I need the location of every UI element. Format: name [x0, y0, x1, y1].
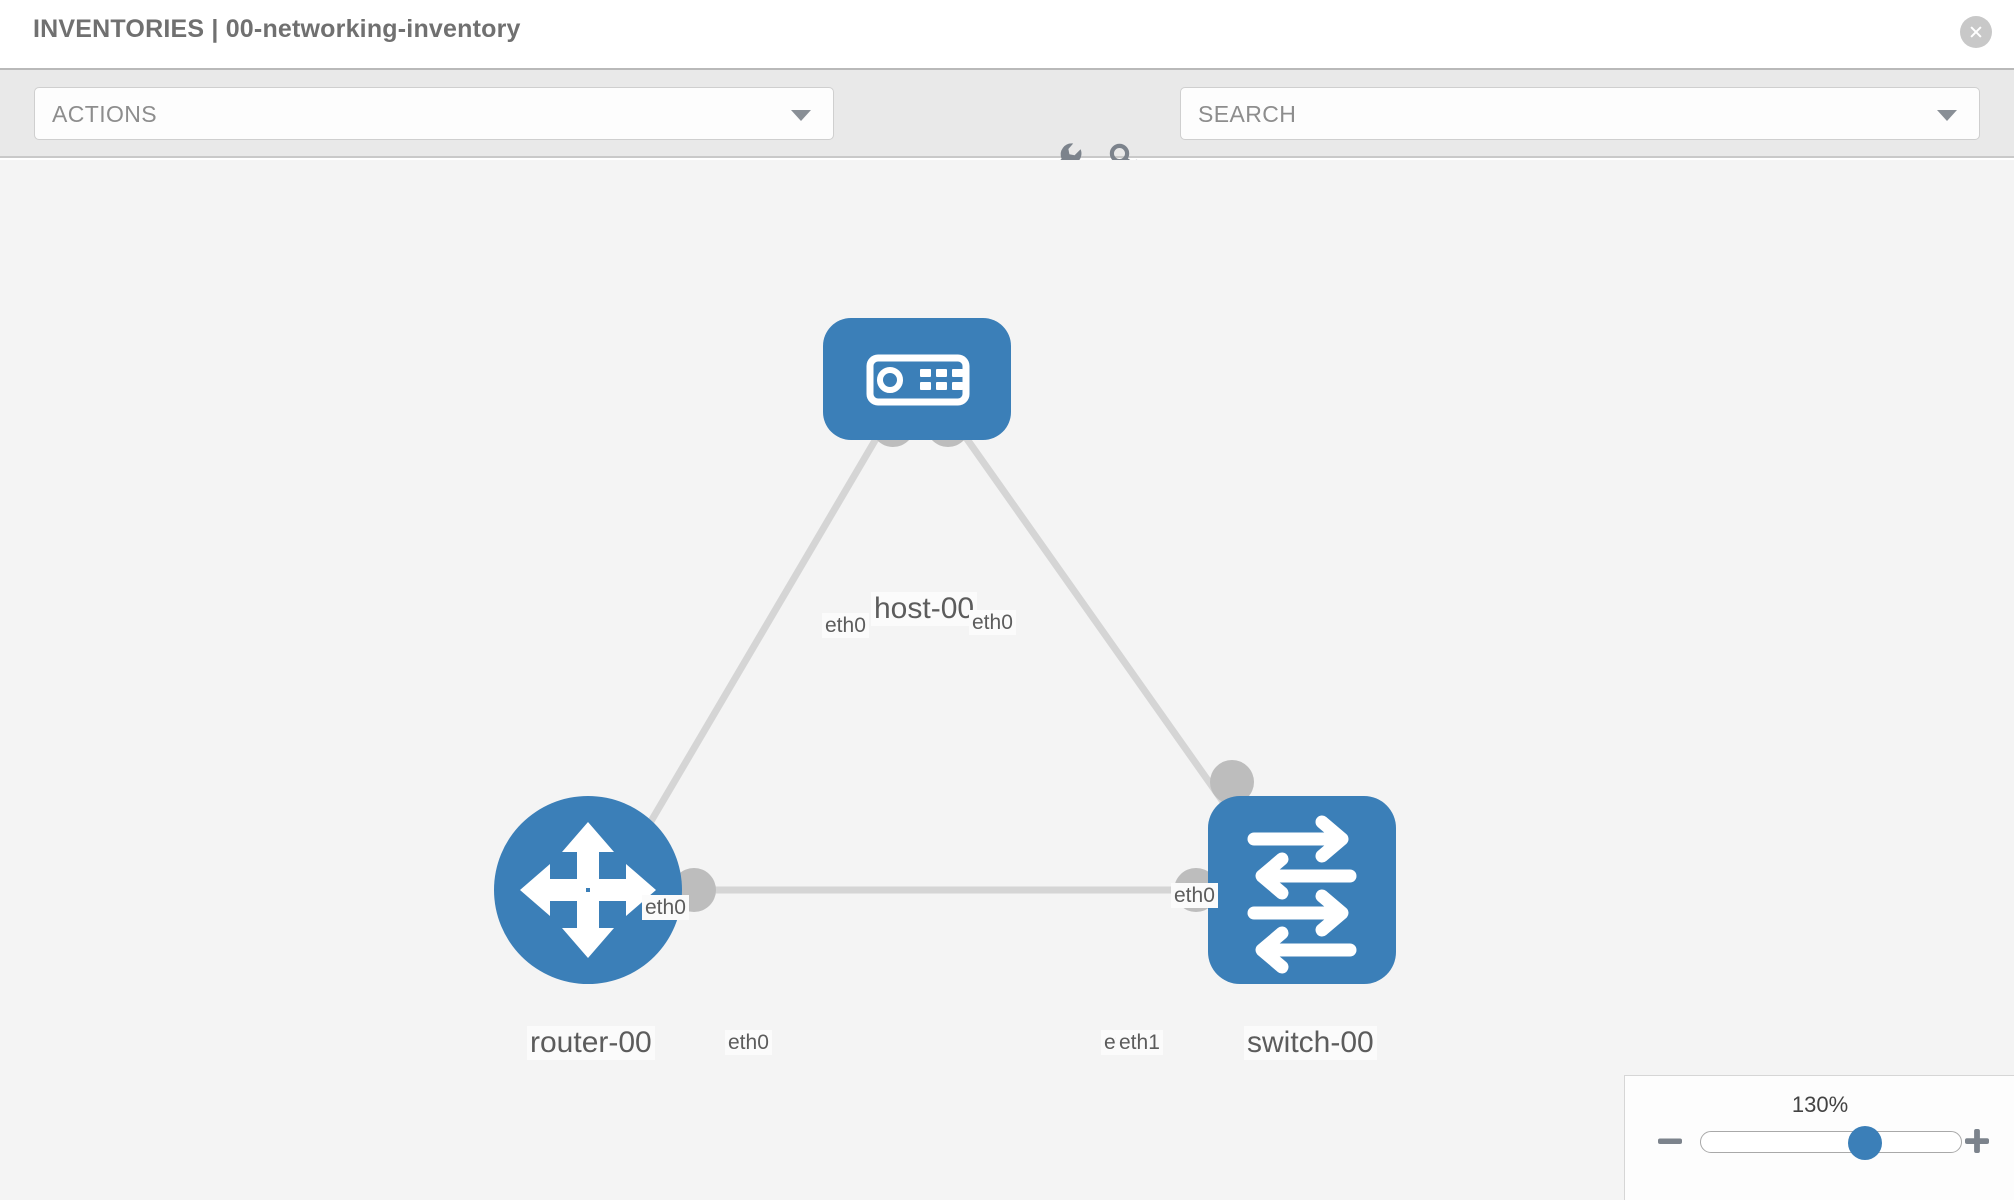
connector-switch-topleft [1210, 760, 1254, 804]
chevron-down-icon [791, 110, 811, 121]
zoom-control: 130% [1624, 1075, 2014, 1200]
iface-label-host-eth0-left: eth0 [822, 613, 869, 638]
page-title: INVENTORIES | 00-networking-inventory [33, 15, 521, 43]
iface-label-switch-eth1: eth1 [1116, 1030, 1163, 1055]
search-input[interactable]: SEARCH [1180, 87, 1980, 140]
iface-label-router-eth0-up: eth0 [642, 895, 689, 920]
plus-icon[interactable] [1962, 1126, 1992, 1156]
node-host-00 [823, 318, 1011, 440]
link-host-router [636, 413, 894, 842]
search-placeholder: SEARCH [1198, 101, 1297, 127]
router-arrows-icon [520, 822, 656, 958]
zoom-percent-label: 130% [1791, 1092, 1849, 1117]
iface-label-host-eth0-right: eth0 [969, 610, 1016, 635]
actions-dropdown[interactable]: ACTIONS [34, 87, 834, 140]
node-router-00 [494, 796, 682, 984]
node-label-switch-00: switch-00 [1244, 1026, 1377, 1060]
node-switch-00 [1208, 796, 1396, 984]
server-appliance-icon [866, 354, 970, 406]
chevron-down-icon [1937, 110, 1957, 121]
close-icon[interactable] [1960, 16, 1992, 48]
topology-toolbar: ACTIONS SEARCH [0, 68, 2014, 176]
switch-arrows-icon [1247, 815, 1357, 974]
actions-dropdown-label: ACTIONS [52, 101, 158, 127]
topology-links [636, 412, 1253, 894]
page-header: INVENTORIES | 00-networking-inventory [0, 0, 2014, 68]
zoom-slider-track[interactable] [1700, 1126, 1962, 1160]
minus-icon[interactable] [1655, 1126, 1685, 1156]
node-label-router-00: router-00 [527, 1026, 655, 1060]
topology-connectors [672, 403, 1254, 912]
iface-label-router-eth0-right: eth0 [725, 1030, 772, 1055]
iface-label-switch-eth0-up: eth0 [1171, 883, 1218, 908]
node-label-host-00: host-00 [871, 592, 978, 626]
zoom-slider-handle[interactable] [1847, 1126, 1882, 1160]
topology-canvas[interactable]: host-00 router-00 switch-00 eth0 eth0 et… [0, 160, 2014, 1200]
link-host-switch [947, 412, 1253, 843]
